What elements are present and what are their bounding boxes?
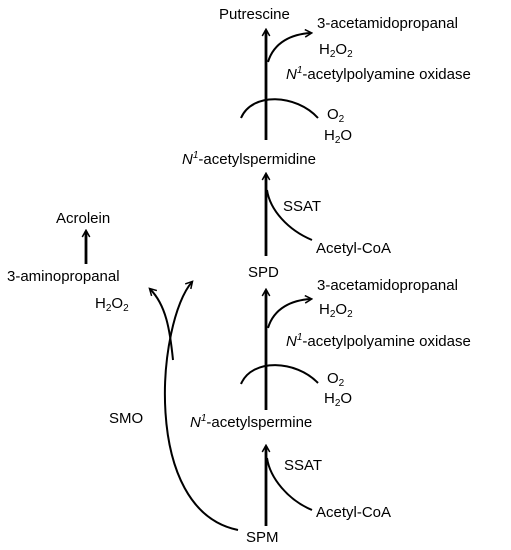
h2o2-bottom-sub1: 2 (329, 309, 336, 320)
n1-acetylspermine-label: N1-acetylspermine (190, 413, 313, 431)
curve-acetamidopropanal-bottom (267, 299, 311, 329)
curve-smo (164, 282, 239, 531)
acetamidopropanal-top-label: 3-acetamidopropanal (317, 15, 458, 32)
spm-label: SPM (246, 529, 279, 546)
h2o-top-h: H (324, 127, 335, 144)
h2o-bottom-o: O (340, 390, 353, 407)
curve-smo-h2o2 (150, 289, 174, 361)
curve-acetamidopropanal-top (267, 33, 311, 63)
h2o2-top-h: H (319, 41, 330, 58)
h2o2-bottom-label: H2O2 (319, 302, 353, 320)
h2o-top-sub: 2 (334, 135, 341, 146)
apao-bottom-suffix: -acetylpolyamine oxidase (302, 333, 471, 350)
acetyl-coa-top-label: Acetyl-CoA (316, 240, 392, 257)
n1-acetylspermine-suffix: -acetylspermine (206, 414, 313, 431)
h2o2-top-sub2: 2 (347, 49, 353, 60)
smo-label: SMO (109, 410, 144, 427)
h2o2-smo-label: H2O2 (95, 296, 129, 314)
o2-top-o: O (327, 106, 339, 123)
o2-bottom-label: O2 (327, 371, 344, 389)
apao-bottom-label: N1-acetylpolyamine oxidase (286, 332, 471, 350)
h2o2-top-label: H2O2 (319, 42, 353, 60)
h2o2-bottom-h: H (319, 301, 330, 318)
curve-o2-top (240, 98, 319, 119)
n1-acetylspermine-sup: 1 (200, 413, 207, 424)
h2o-bottom-label: H2O (324, 391, 352, 409)
h2o-top-label: H2O (324, 128, 352, 146)
o2-top-label: O2 (327, 107, 344, 125)
h2o2-bottom-sub2: 2 (347, 309, 353, 320)
n1-acetylspermine-prefix: N (190, 414, 201, 431)
aminopropanal-label: 3-aminopropanal (7, 268, 120, 285)
h2o2-smo-h: H (95, 295, 106, 312)
n1-acetylspermidine-prefix: N (182, 151, 193, 168)
n1-acetylspermidine-sup: 1 (192, 150, 199, 161)
ssat-bottom-label: SSAT (284, 457, 323, 474)
apao-top-label: N1-acetylpolyamine oxidase (286, 65, 471, 83)
h2o2-smo-o: O (111, 295, 124, 312)
h2o-bottom-h: H (324, 390, 335, 407)
acetamidopropanal-bottom-label: 3-acetamidopropanal (317, 277, 458, 294)
h2o2-smo-sub1: 2 (105, 303, 112, 314)
h2o2-bottom-o: O (335, 301, 348, 318)
curve-o2-bottom (240, 364, 319, 385)
curve-acetyl-coa-top (266, 189, 313, 241)
ssat-top-label: SSAT (283, 198, 322, 215)
o2-bottom-sub: 2 (338, 378, 345, 389)
putrescine-label: Putrescine (219, 6, 290, 23)
h2o2-smo-sub2: 2 (123, 303, 129, 314)
curve-acetyl-coa-bottom (266, 457, 313, 511)
apao-top-suffix: -acetylpolyamine oxidase (302, 66, 471, 83)
h2o2-top-o: O (335, 41, 348, 58)
spd-label: SPD (248, 264, 279, 281)
h2o-bottom-sub: 2 (334, 398, 341, 409)
acrolein-label: Acrolein (56, 210, 111, 227)
o2-bottom-o: O (327, 370, 339, 387)
acetyl-coa-bottom-label: Acetyl-CoA (316, 504, 392, 521)
n1-acetylspermidine-label: N1-acetylspermidine (182, 150, 316, 168)
n1-acetylspermidine-suffix: -acetylspermidine (198, 151, 316, 168)
o2-top-sub: 2 (338, 114, 345, 125)
apao-top-sup: 1 (296, 65, 303, 76)
apao-top-prefix: N (286, 66, 297, 83)
apao-bottom-sup: 1 (296, 332, 303, 343)
h2o-top-o: O (340, 127, 353, 144)
h2o2-top-sub1: 2 (329, 49, 336, 60)
apao-bottom-prefix: N (286, 333, 297, 350)
